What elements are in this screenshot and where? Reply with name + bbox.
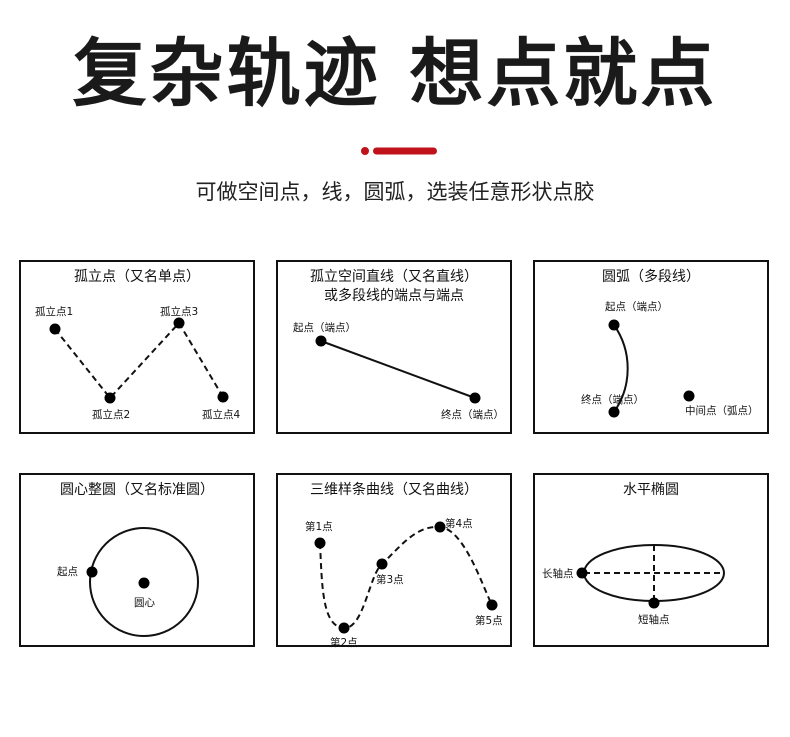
card-title: 三维样条曲线（又名曲线） — [310, 482, 478, 498]
point-3 — [376, 558, 388, 570]
label-point-1: 第1点 — [305, 520, 333, 533]
card-straight-line: 孤立空间直线（又名直线） 或多段线的端点与端点 起点（端点） 终点（端点） — [276, 260, 512, 434]
point-2 — [338, 622, 350, 634]
start-point — [86, 566, 98, 578]
circle-outline — [89, 527, 199, 637]
label-point-3: 孤立点3 — [160, 305, 198, 318]
point-4 — [434, 521, 446, 533]
isolated-points-diagram: 孤立点1 孤立点2 孤立点3 孤立点4 — [35, 305, 240, 421]
major-axis-point — [576, 567, 588, 579]
label-center: 圆心 — [134, 597, 155, 609]
straight-line-diagram: 起点（端点） 终点（端点） — [293, 321, 504, 421]
point-1 — [314, 537, 326, 549]
dashed-spline — [319, 525, 493, 630]
label-point-1: 孤立点1 — [35, 305, 73, 318]
end-point — [608, 406, 620, 418]
point-2 — [104, 392, 116, 404]
minor-axis-point — [648, 597, 660, 609]
label-point-5: 第5点 — [475, 614, 503, 627]
solid-line — [320, 340, 476, 399]
card-title: 圆弧（多段线） — [602, 269, 700, 285]
label-mid: 中间点（弧点） — [685, 404, 759, 417]
spline-diagram: 第1点 第2点 第3点 第4点 第5点 — [305, 517, 503, 649]
accent-divider — [361, 147, 437, 155]
card-title-line-1: 孤立空间直线（又名直线） — [310, 269, 478, 285]
label-start: 起点（端点） — [293, 321, 356, 334]
page-title: 复杂轨迹 想点就点 — [72, 31, 718, 117]
card-title-line-2: 或多段线的端点与端点 — [324, 288, 464, 304]
point-3 — [173, 317, 185, 329]
card-spline: 三维样条曲线（又名曲线） 第1点 第2点 第3点 第4点 第5点 — [276, 473, 512, 649]
card-title: 孤立空间直线（又名直线） 或多段线的端点与端点 — [278, 268, 510, 306]
label-point-3: 第3点 — [376, 573, 404, 586]
point-4 — [217, 391, 229, 403]
card-title: 孤立点（又名单点） — [74, 269, 200, 285]
circle-diagram: 起点 圆心 — [57, 527, 199, 637]
label-start: 起点 — [57, 566, 78, 578]
start-point — [315, 335, 327, 347]
card-isolated-points: 孤立点（又名单点） 孤立点1 孤立点2 孤立点3 孤立点4 — [19, 260, 255, 434]
card-ellipse: 水平椭圆 长轴点 短轴点 — [533, 473, 769, 647]
page-subtitle: 可做空间点，线，圆弧，选装任意形状点胶 — [195, 180, 595, 204]
ellipse-diagram: 长轴点 短轴点 — [542, 544, 725, 626]
divider-bar — [373, 147, 437, 155]
label-point-4: 第4点 — [445, 517, 473, 530]
mid-point — [683, 390, 695, 402]
point-1 — [49, 323, 61, 335]
end-point — [469, 392, 481, 404]
label-start: 起点（端点） — [605, 300, 668, 313]
label-point-4: 孤立点4 — [202, 408, 240, 421]
arc-path — [613, 324, 629, 413]
dashed-path — [54, 321, 224, 400]
label-point-2: 孤立点2 — [92, 408, 130, 421]
label-major-axis: 长轴点 — [542, 567, 574, 580]
card-title: 圆心整圆（又名标准圆） — [60, 482, 214, 498]
divider-dot — [361, 147, 369, 155]
arc-diagram: 起点（端点） 中间点（弧点） 终点（端点） — [581, 300, 759, 418]
point-5 — [486, 599, 498, 611]
card-circle: 圆心整圆（又名标准圆） 起点 圆心 — [19, 473, 255, 647]
card-arc: 圆弧（多段线） 起点（端点） 中间点（弧点） 终点（端点） — [533, 260, 769, 434]
label-end: 终点（端点） — [581, 393, 644, 406]
center-point — [138, 577, 150, 589]
start-point — [608, 319, 620, 331]
label-point-2: 第2点 — [330, 636, 358, 649]
label-end: 终点（端点） — [441, 408, 504, 421]
card-title: 水平椭圆 — [623, 482, 679, 498]
label-minor-axis: 短轴点 — [638, 613, 670, 626]
